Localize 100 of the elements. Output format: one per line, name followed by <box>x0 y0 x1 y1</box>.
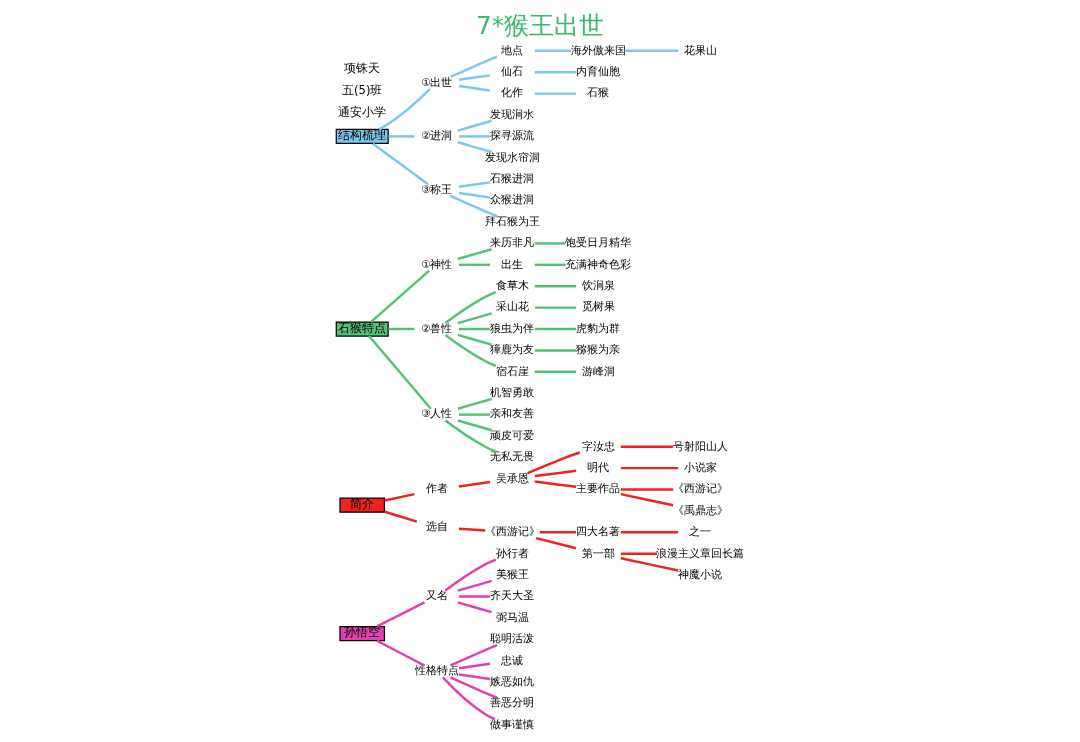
node-text: 神魔小说 <box>678 567 723 581</box>
connector <box>458 673 491 681</box>
node-text: 内育仙胞 <box>576 65 621 79</box>
node-text: 《禹鼎志》 <box>673 503 728 517</box>
connector <box>534 306 577 309</box>
node-box: 简介 <box>339 497 386 513</box>
connector <box>458 527 486 532</box>
connector <box>535 536 577 550</box>
connector <box>620 531 679 534</box>
connector <box>534 49 571 53</box>
node-text: 又名 <box>425 589 448 603</box>
connector <box>441 676 496 721</box>
node-text: 狼虫为伴 <box>490 321 535 335</box>
connector <box>376 601 426 628</box>
connector <box>534 480 577 489</box>
diagram-title: 7*猴王出世 <box>475 11 605 41</box>
connector <box>620 488 674 491</box>
connector <box>534 263 566 267</box>
connector <box>370 269 431 323</box>
node-text: 美猴王 <box>495 567 529 581</box>
node-text: 机智勇敢 <box>490 386 535 400</box>
label: 通安小学 <box>338 105 387 120</box>
connector <box>372 142 429 186</box>
connector <box>458 413 490 416</box>
connector <box>457 397 492 410</box>
node-text: 小说家 <box>684 460 717 474</box>
node-text: 石猴 <box>587 86 610 100</box>
node-text: 石猴进洞 <box>490 172 535 186</box>
connector <box>457 333 492 346</box>
connector <box>458 595 490 598</box>
node-text: 主要作品 <box>576 482 621 496</box>
connector <box>457 248 492 261</box>
connector <box>457 601 492 614</box>
connector <box>458 327 490 331</box>
connector <box>458 191 491 199</box>
node-text: 觅树果 <box>581 300 615 314</box>
node-text: 虎豹为群 <box>576 321 621 335</box>
connector <box>444 290 497 325</box>
connector <box>534 327 577 331</box>
connector <box>457 312 492 325</box>
node-text: 宿石崖 <box>495 364 529 378</box>
label: 项铢天 <box>344 60 381 75</box>
connector <box>457 141 492 154</box>
node-text: 獐鹿为友 <box>490 343 535 357</box>
node-text: 发现水帘洞 <box>484 150 540 164</box>
connector <box>534 349 577 352</box>
connector <box>620 445 674 448</box>
connector <box>527 451 581 475</box>
node-text: 弼马温 <box>495 610 529 624</box>
node-text: 地点 <box>501 43 524 57</box>
node-text: 饮涧泉 <box>581 279 615 293</box>
connector <box>384 492 415 502</box>
connector <box>378 87 431 131</box>
node-text: 第一部 <box>581 546 615 560</box>
connector <box>444 334 497 368</box>
connector <box>534 370 577 374</box>
label: 五(5)班 <box>342 83 383 98</box>
node-text: 来历非凡 <box>490 236 535 250</box>
connector <box>458 181 491 189</box>
node-text: ③人性 <box>420 407 453 421</box>
node-text: 聪明活泼 <box>490 632 535 646</box>
node-text: 善恶分明 <box>490 696 535 710</box>
node-text: 嫉恶如仇 <box>490 674 535 688</box>
connector <box>534 92 577 95</box>
connector <box>620 552 658 555</box>
connector <box>625 49 679 53</box>
connector <box>449 194 498 218</box>
connector <box>368 335 432 410</box>
node-text: 饱受日月精华 <box>565 236 632 250</box>
node-text: 字汝忠 <box>581 439 615 453</box>
node-text: 发现涧水 <box>490 107 535 121</box>
node-text: 花果山 <box>684 43 717 57</box>
connector <box>449 676 498 699</box>
connector <box>539 531 577 534</box>
connector <box>449 55 498 79</box>
node-text: 忠诚 <box>501 653 524 667</box>
connector <box>384 510 418 523</box>
connector <box>534 71 577 74</box>
node-text: 充满神奇色彩 <box>565 257 632 271</box>
node-text: 探寻源流 <box>490 129 535 143</box>
connector <box>458 263 490 267</box>
node-text: 顽皮可爱 <box>490 428 535 442</box>
node-text: 《西游记》 <box>673 482 728 496</box>
node-text: ②兽性 <box>420 321 453 335</box>
node-text: 浪漫主义章回长篇 <box>656 546 745 560</box>
node-text: 食草木 <box>495 279 529 293</box>
connector <box>449 643 498 667</box>
node-text: 做事谨慎 <box>490 717 535 731</box>
node-text: 化作 <box>501 86 524 100</box>
node-text: 《西游记》 <box>484 525 540 539</box>
connector <box>620 466 679 470</box>
node-text: 齐天大圣 <box>490 589 535 603</box>
node-text: ①出世 <box>420 75 453 89</box>
connector <box>376 639 426 667</box>
node-text: 游峰洞 <box>581 364 615 378</box>
node-text: 作者 <box>425 482 448 496</box>
node-text: 之一 <box>689 525 712 539</box>
node-text: 亲和友善 <box>490 407 535 421</box>
node-text: 拜石猴为王 <box>484 214 540 228</box>
connector <box>458 480 491 488</box>
